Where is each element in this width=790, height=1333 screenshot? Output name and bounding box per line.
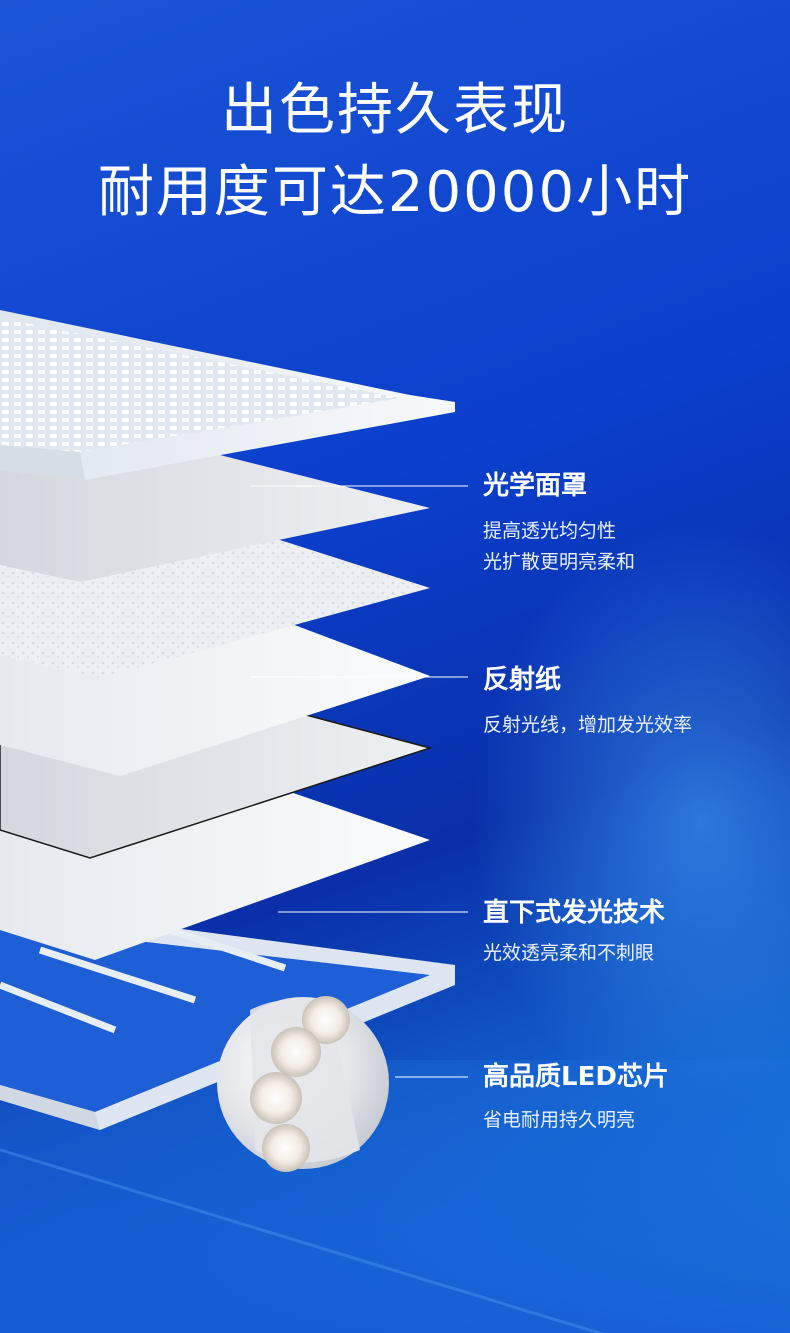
- feature-desc-optical-cover-2: 光扩散更明亮柔和: [483, 551, 636, 573]
- led-chip-magnifier: [217, 996, 389, 1172]
- feature-title-direct-lighting: 直下式发光技术: [483, 898, 666, 928]
- feature-title-optical-cover: 光学面罩: [483, 471, 588, 501]
- headline-line-2: 耐用度可达20000小时: [97, 160, 693, 225]
- optical-cover: [0, 310, 455, 480]
- optical-sheet: [0, 455, 430, 582]
- back-frame: [0, 905, 455, 1130]
- feature-desc-direct-lighting: 光效透亮柔和不刺眼: [483, 942, 655, 964]
- headline-line-1: 出色持久表现: [221, 78, 569, 143]
- feature-desc-led-chip: 省电耐用持久明亮: [483, 1109, 636, 1131]
- feature-desc-reflective-paper: 反射光线，增加发光效率: [483, 714, 693, 736]
- background-glow: [470, 520, 790, 1120]
- feature-title-reflective-paper: 反射纸: [483, 665, 562, 695]
- feature-desc-optical-cover-1: 提高透光均匀性: [483, 520, 617, 542]
- feature-title-led-chip: 高品质LED芯片: [483, 1062, 669, 1092]
